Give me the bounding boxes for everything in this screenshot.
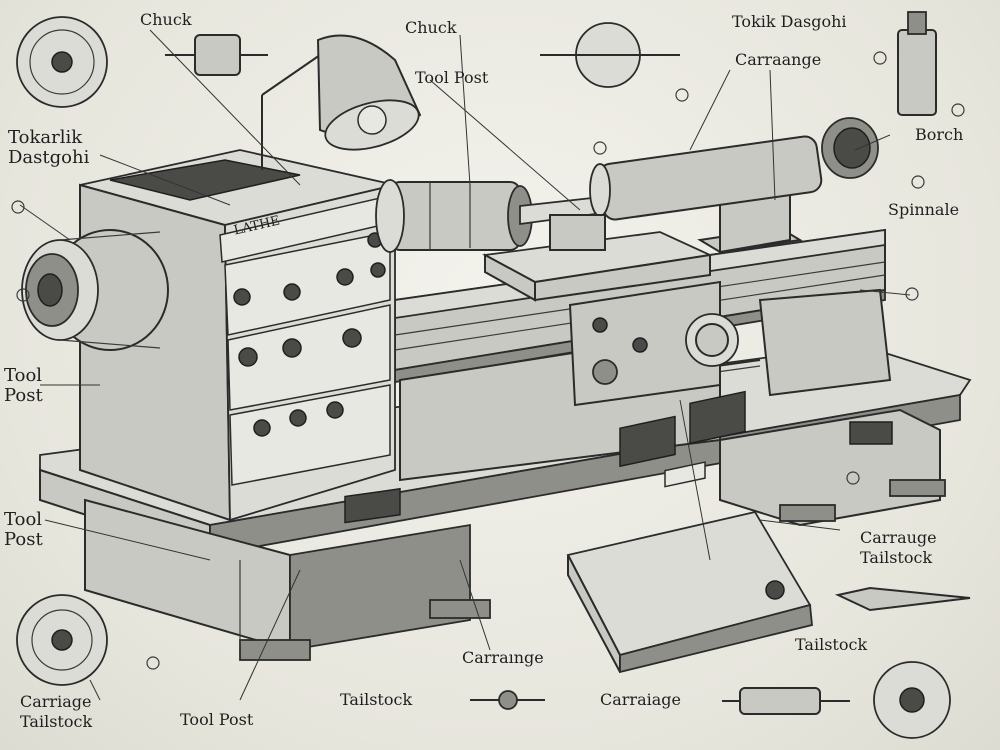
- label-carraange-top: Carraange: [735, 50, 822, 69]
- label-carrainge-bottom: Carraınge: [462, 648, 544, 667]
- label-carraiage-bottom: Carraiage: [600, 690, 681, 709]
- label-tool-post-left-1: Tool Post: [4, 365, 43, 406]
- label-borch: Borch: [915, 125, 964, 144]
- spindle-chuck: [375, 179, 611, 253]
- headstock: [21, 149, 396, 522]
- label-chuck-top-center: Chuck: [405, 18, 457, 37]
- label-tailstock-right: Tailstock: [795, 635, 868, 654]
- label-tailstock-bottom: Tailstock: [340, 690, 413, 709]
- work-lamp: [261, 34, 422, 170]
- control-console: [566, 390, 813, 674]
- label-chuck-top-left: Chuck: [140, 10, 192, 29]
- carriage: [482, 214, 739, 407]
- tailstock: [589, 117, 879, 254]
- label-tokik-dasgohi: Tokik Dasgohi: [732, 12, 847, 31]
- marker-dots: [11, 51, 965, 670]
- label-tokarlik-dastgohi: Tokarlik Dastgohi: [8, 127, 90, 168]
- part-sketches: [16, 11, 971, 739]
- label-spinnale: Spinnale: [888, 200, 960, 219]
- label-tool-post-top: Tool Post: [415, 68, 489, 87]
- leader-lines: [19, 29, 911, 701]
- label-carriage-tailstock-bottom: Carriage Tailstock: [20, 692, 93, 731]
- label-carrauge-tailstock: Carrauge Tailstock: [860, 528, 937, 567]
- label-tool-post-bottom: Tool Post: [180, 710, 254, 729]
- label-tool-post-left-2: Tool Post: [4, 509, 43, 550]
